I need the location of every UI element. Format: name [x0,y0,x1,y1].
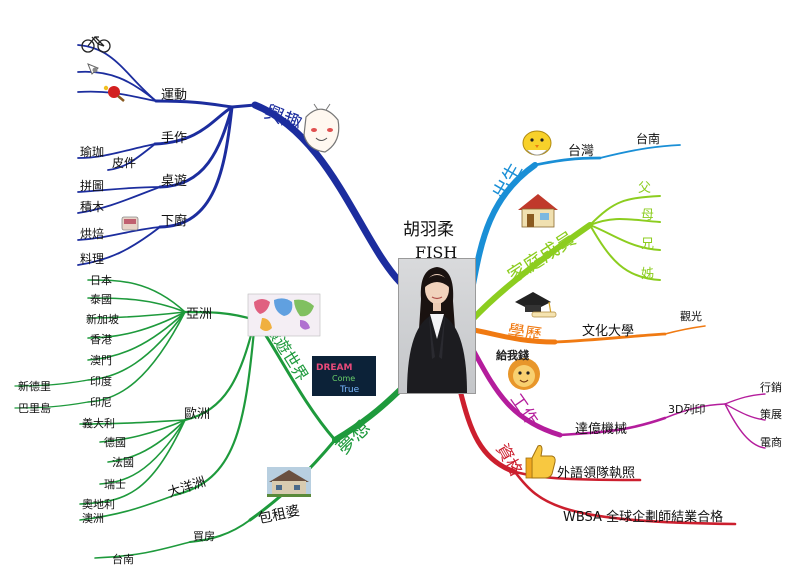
dream-badge-word-2: Come [332,374,355,383]
company-label[interactable]: 達億機械 [575,421,627,437]
thumbs-up-icon [525,445,556,479]
birth-city-label: 台南 [636,131,660,146]
cooking-label[interactable]: 下廚 [161,213,187,229]
world-map-icon [247,293,321,337]
branch-education [471,325,706,345]
education-label[interactable]: 學歷 [506,321,542,346]
house-icon [518,194,558,228]
europe-label[interactable]: 歐洲 [184,407,210,422]
landlord-city-label: 台南 [112,552,134,566]
country-switzerland: 瑞士 [104,477,126,491]
school-label[interactable]: 文化大學 [582,324,634,339]
hobby-label[interactable]: 興趣 [261,101,304,136]
lion-icon [508,358,540,390]
dream-come-true-icon: DREAM Come True [312,356,376,396]
baking-label: 烘焙 [80,226,104,241]
graduation-cap-icon [515,292,557,318]
branch-dream [14,279,408,559]
center-name-en: FISH [415,243,457,262]
sports-label[interactable]: 運動 [161,88,187,103]
tour-leader-license-label[interactable]: 外語領隊執照 [557,465,635,481]
country-singapore: 新加坡 [86,312,119,326]
boardgame-label[interactable]: 桌遊 [161,174,187,189]
birth-label[interactable]: 出生 [489,159,527,203]
ecommerce-label: 電商 [760,435,782,449]
dream-badge-word-1: DREAM [316,363,353,373]
profile-photo [398,258,476,394]
bicycle-icon [81,36,111,53]
country-france: 法國 [112,455,134,469]
center-name-zh: 胡羽柔 [403,220,454,240]
house-photo-icon [267,467,311,497]
handcraft-label[interactable]: 手作 [161,131,187,146]
branch-hobby [77,44,404,286]
city-bali: 巴里島 [18,401,51,415]
marketing-label: 行銷 [760,380,782,394]
cuisine-label: 料理 [80,252,104,266]
oceania-label[interactable]: 大洋洲 [166,475,208,501]
country-thailand: 泰國 [90,292,112,306]
chick-icon [522,130,552,156]
baking-icon [121,216,139,231]
ping-pong-icon [103,85,125,102]
buy-house-label: 買房 [193,530,215,543]
branch-work [469,345,766,449]
mother-label: 母 [641,208,654,223]
branch-qualification [457,387,737,526]
field-label: 3D列印 [668,402,705,416]
country-macau: 澳門 [90,354,112,367]
country-hongkong: 香港 [90,333,112,346]
yoga-label: 瑜珈 [80,144,104,159]
country-italy: 義大利 [82,416,115,430]
wbsa-certificate-label[interactable]: WBSA 全球企劃師結業合格 [563,509,723,525]
birth-country-label[interactable]: 台灣 [568,144,594,159]
blocks-label: 積木 [80,199,104,214]
country-indonesia: 印尼 [90,396,112,409]
country-austria: 奧地利 [82,498,115,511]
landlord-label[interactable]: 包租婆 [257,503,301,527]
branch-family [469,195,661,323]
sister-label: 姊 [641,267,654,282]
country-germany: 德國 [104,435,126,449]
father-label: 父 [638,181,651,196]
leather-label: 皮件 [112,156,136,170]
dream-badge-word-3: True [339,385,360,395]
asia-label[interactable]: 亞洲 [186,307,212,322]
country-india: 印度 [90,374,112,388]
dream-label[interactable]: 夢想 [332,417,374,459]
brother-label: 兄 [641,237,654,252]
country-australia: 澳洲 [82,512,104,525]
money-badge: 給我錢 [496,348,529,362]
puzzle-label: 拼圖 [80,179,104,193]
family-label[interactable]: 家庭成員 [504,228,580,288]
exhibition-label: 策展 [760,407,782,421]
city-new-delhi: 新德里 [18,379,51,393]
department-label: 觀光 [680,309,702,323]
mood-face-icon [303,103,340,153]
badminton-icon [87,63,99,75]
country-japan: 日本 [90,273,112,287]
portrait-illustration [407,267,467,393]
